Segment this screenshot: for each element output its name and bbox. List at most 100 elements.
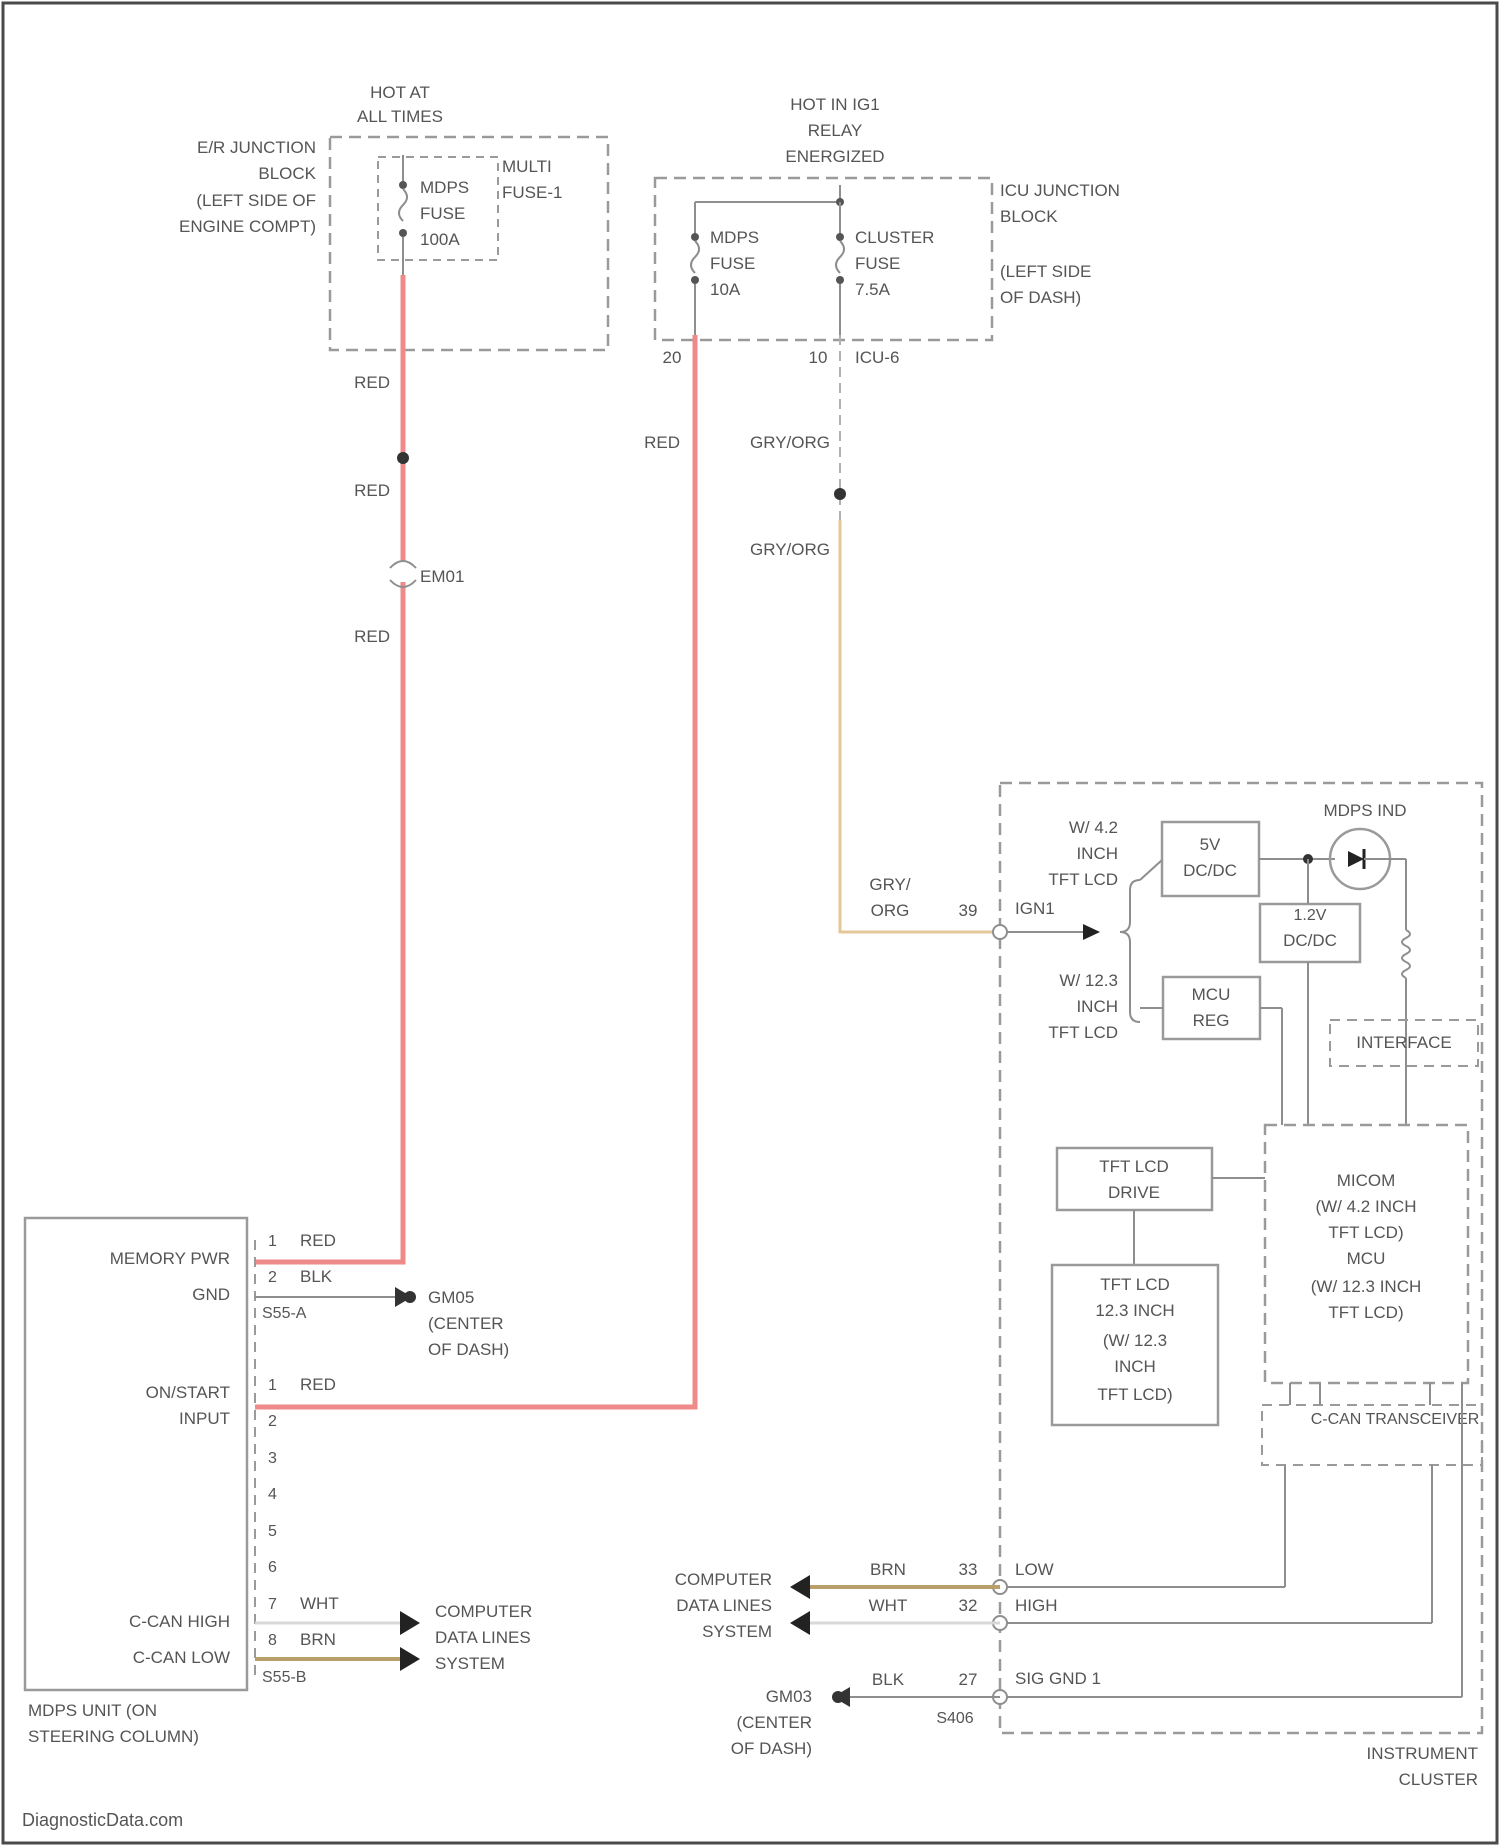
cl-wht: WHT: [869, 1596, 908, 1615]
em01-connector-icon: [390, 561, 416, 568]
mdps-unit-label-2: STEERING COLUMN): [28, 1727, 199, 1746]
gm03-l1: GM03: [766, 1687, 812, 1706]
cdl-left-2: DATA LINES: [435, 1628, 531, 1647]
pin-27: 27: [959, 1670, 978, 1689]
pin-num-bot-6: 6: [268, 1559, 277, 1576]
pin1b-red: RED: [300, 1375, 336, 1394]
dcdc12-2: DC/DC: [1283, 931, 1337, 950]
er-junction-block: HOT AT ALL TIMES E/R JUNCTION BLOCK (LEF…: [179, 83, 608, 350]
mdps-can-lines: COMPUTER DATA LINES SYSTEM: [255, 1602, 532, 1673]
pin-32: 32: [959, 1596, 978, 1615]
wire-gry-org: GRY/ORG GRY/ORG GRY/ ORG 39: [750, 335, 1000, 932]
tftdrive-1: TFT LCD: [1099, 1157, 1169, 1176]
cluster-gryorg-1: GRY/: [869, 875, 911, 894]
pin1-red: RED: [300, 1231, 336, 1250]
tftdrive-2: DRIVE: [1108, 1183, 1160, 1202]
pin-num-bot-3: 3: [268, 1450, 277, 1467]
pin-on-start-2: INPUT: [179, 1409, 230, 1428]
tftlcd-1: TFT LCD: [1100, 1275, 1170, 1294]
icu-jb-1: ICU JUNCTION: [1000, 181, 1120, 200]
w123-3: TFT LCD: [1048, 1023, 1118, 1042]
high-label: HIGH: [1015, 1596, 1058, 1615]
tftlcd-3: (W/ 12.3: [1103, 1331, 1167, 1350]
can-high-arrow-left-icon: [790, 1611, 810, 1635]
s406: S406: [936, 1710, 973, 1727]
wire-label-gryorg-2: GRY/ORG: [750, 540, 830, 559]
gm05-l3: OF DASH): [428, 1340, 509, 1359]
pin7-wht: WHT: [300, 1594, 339, 1613]
wire-label-red-4: RED: [644, 433, 680, 452]
pin-c-can-high: C-CAN HIGH: [129, 1612, 230, 1631]
multi-fuse-label-2: FUSE-1: [502, 183, 562, 202]
er-jb-label-1: E/R JUNCTION: [197, 138, 316, 157]
mcureg-1: MCU: [1192, 985, 1231, 1004]
fuse10-2: FUSE: [710, 254, 755, 273]
pin-on-start-1: ON/START: [146, 1383, 230, 1402]
wire-label-gryorg-1: GRY/ORG: [750, 433, 830, 452]
mdps-unit-label-1: MDPS UNIT (ON: [28, 1701, 157, 1720]
w42-3: TFT LCD: [1048, 870, 1118, 889]
wire-label-red-1: RED: [354, 373, 390, 392]
icu-jb-2: BLOCK: [1000, 207, 1058, 226]
er-jb-label-2: BLOCK: [258, 164, 316, 183]
instrument-cluster: INSTRUMENT CLUSTER IGN1 W/ 4.2 INCH TFT …: [1000, 783, 1482, 1789]
micom-3: TFT LCD): [1328, 1223, 1403, 1242]
hot-ig1-l2: RELAY: [808, 121, 863, 140]
tftlcd-5: TFT LCD): [1097, 1385, 1172, 1404]
fuse-10a-icon: [691, 241, 699, 273]
hot-ig1-l1: HOT IN IG1: [790, 95, 879, 114]
page-border: [3, 3, 1497, 1843]
fuse100-label-1: MDPS: [420, 178, 469, 197]
pin-num-bot-4: 4: [268, 1486, 277, 1503]
w42-2: INCH: [1076, 844, 1118, 863]
micom-2: (W/ 4.2 INCH: [1315, 1197, 1416, 1216]
pin-c-can-low: C-CAN LOW: [133, 1648, 230, 1667]
pin-num-bot-2: 2: [268, 1413, 277, 1430]
ground-gm05: GM05 (CENTER OF DASH): [255, 1287, 509, 1359]
pin-num-bot-8: 8: [268, 1632, 277, 1649]
dcdc5-1: 5V: [1200, 835, 1221, 854]
tftlcd-4: INCH: [1114, 1357, 1156, 1376]
micom-6: TFT LCD): [1328, 1303, 1403, 1322]
fuse100-label-3: 100A: [420, 230, 460, 249]
cdl-left-1: COMPUTER: [435, 1602, 532, 1621]
cdl-left-3: SYSTEM: [435, 1654, 505, 1673]
pin8-brn: BRN: [300, 1630, 336, 1649]
gm03-blk: BLK: [872, 1670, 905, 1689]
can-low-arrow-icon: [400, 1647, 420, 1671]
mcureg-2: REG: [1193, 1011, 1230, 1030]
cluster-fuse-1: CLUSTER: [855, 228, 934, 247]
hot-at-all-times-l2: ALL TIMES: [357, 107, 443, 126]
cluster-can-lines: BRN 33 WHT 32 COMPUTER DATA LINES SYSTEM: [675, 1560, 1000, 1641]
gm05-l1: GM05: [428, 1288, 474, 1307]
fuse100-label-2: FUSE: [420, 204, 465, 223]
wire-red-memory: RED RED EM01 RED: [255, 275, 464, 1262]
icu-jb-4: OF DASH): [1000, 288, 1081, 307]
micom-1: MICOM: [1337, 1171, 1396, 1190]
cluster-label-2: CLUSTER: [1399, 1770, 1478, 1789]
ground-gm03: BLK 27 S406 GM03 (CENTER OF DASH): [731, 1670, 1000, 1758]
pin-20: 20: [663, 348, 682, 367]
transceiver-label: C-CAN TRANSCEIVER: [1311, 1411, 1480, 1428]
er-jb-label-4: ENGINE COMPT): [179, 217, 316, 236]
hot-ig1-l3: ENERGIZED: [785, 147, 884, 166]
w123-2: INCH: [1076, 997, 1118, 1016]
pin-num-bot-7: 7: [268, 1596, 277, 1613]
can-low-arrow-left-icon: [790, 1575, 810, 1599]
cluster-label-1: INSTRUMENT: [1367, 1744, 1478, 1763]
dcdc12-1: 1.2V: [1294, 907, 1327, 924]
cluster-fuse-3: 7.5A: [855, 280, 891, 299]
interface-label: INTERFACE: [1356, 1033, 1451, 1052]
fuse-100a-icon: [399, 189, 407, 221]
ign-arrow-icon: [1083, 924, 1100, 940]
pin2-blk: BLK: [300, 1267, 333, 1286]
pin-memory-pwr: MEMORY PWR: [110, 1249, 230, 1268]
hot-at-all-times-l1: HOT AT: [370, 83, 430, 102]
pin-10: 10: [809, 348, 828, 367]
fuse10-3: 10A: [710, 280, 741, 299]
pin-gnd: GND: [192, 1285, 230, 1304]
gm03-l2: (CENTER: [736, 1713, 812, 1732]
tftlcd-2: 12.3 INCH: [1095, 1301, 1174, 1320]
micom-4: MCU: [1347, 1249, 1386, 1268]
